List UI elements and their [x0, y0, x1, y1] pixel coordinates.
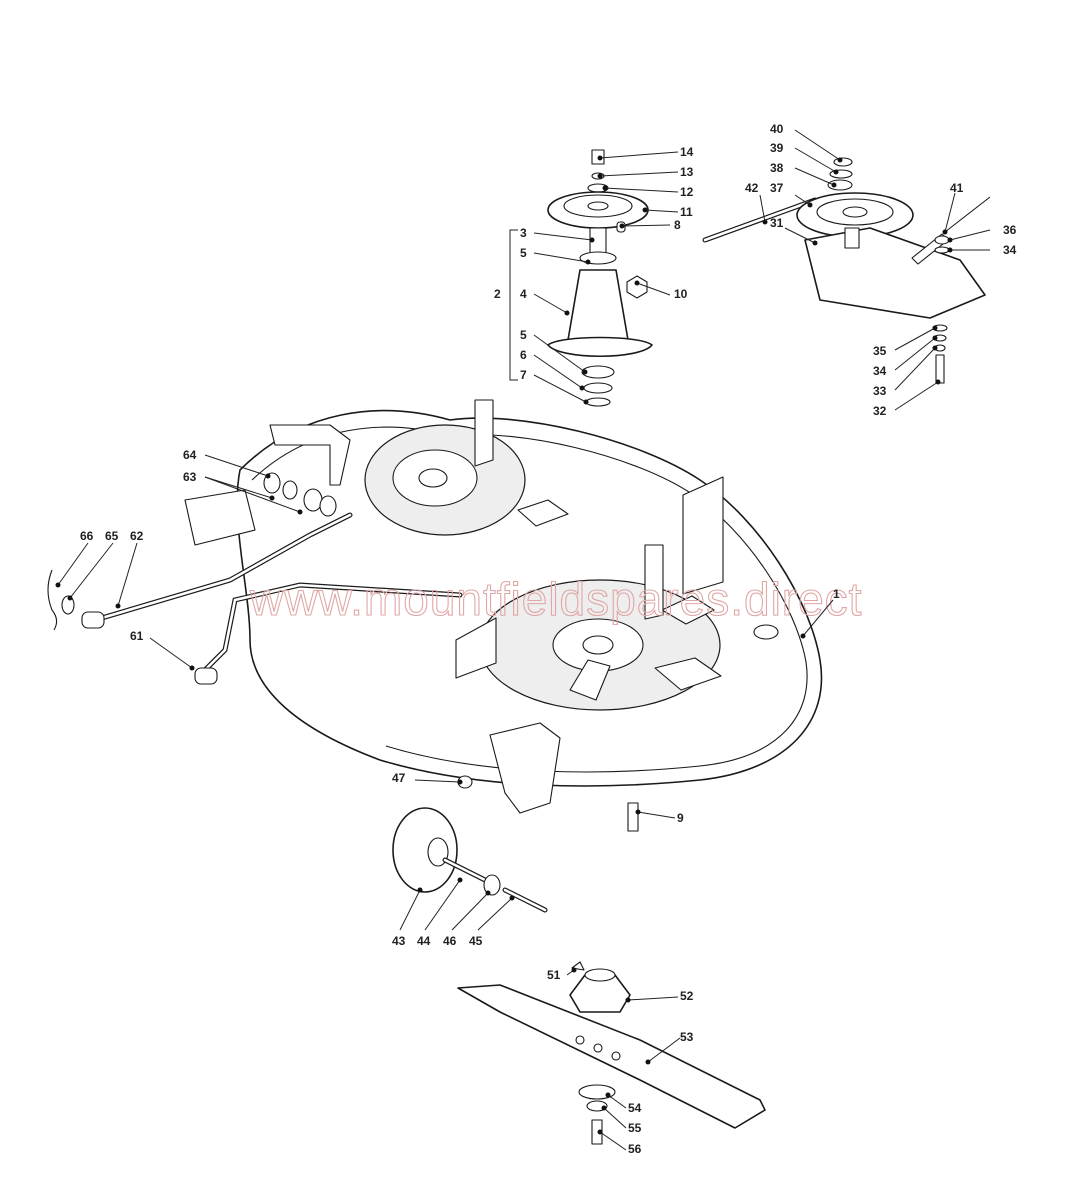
- label-34-bottom: 34: [873, 364, 887, 378]
- label-55: 55: [628, 1121, 642, 1135]
- label-66: 66: [80, 529, 94, 543]
- label-34-top: 34: [1003, 243, 1017, 257]
- label-41: 41: [950, 181, 964, 195]
- label-36: 36: [1003, 223, 1017, 237]
- label-11: 11: [680, 205, 693, 219]
- label-65: 65: [105, 529, 119, 543]
- label-39: 39: [770, 141, 784, 155]
- label-54: 54: [628, 1101, 642, 1115]
- label-35: 35: [873, 344, 887, 358]
- spindle-assembly: [547, 149, 653, 407]
- label-32: 32: [873, 404, 887, 418]
- label-64: 64: [183, 448, 197, 462]
- label-42: 42: [745, 181, 759, 195]
- label-12: 12: [680, 185, 694, 199]
- label-52: 52: [680, 989, 694, 1003]
- label-3: 3: [520, 226, 527, 240]
- label-63: 63: [183, 470, 197, 484]
- label-4: 4: [520, 287, 527, 301]
- mower-deck: [236, 399, 823, 787]
- wheel-assembly: [392, 722, 639, 913]
- label-14: 14: [680, 145, 694, 159]
- part-callouts: 14 13 12 11 3 8 5 10 2 4 5 6 7 40 39 38 …: [55, 122, 1017, 1156]
- label-37: 37: [770, 181, 784, 195]
- label-53: 53: [680, 1030, 694, 1044]
- label-47: 47: [392, 771, 406, 785]
- label-46: 46: [443, 934, 457, 948]
- label-5-top: 5: [520, 246, 527, 260]
- label-62: 62: [130, 529, 144, 543]
- watermark: www.mountfieldspares.direct: [249, 573, 862, 625]
- label-44: 44: [417, 934, 431, 948]
- label-38: 38: [770, 161, 784, 175]
- label-7: 7: [520, 368, 527, 382]
- label-31: 31: [770, 216, 784, 230]
- label-43: 43: [392, 934, 406, 948]
- label-9: 9: [677, 811, 684, 825]
- label-1: 1: [833, 587, 840, 601]
- label-5-bottom: 5: [520, 328, 527, 342]
- label-45: 45: [469, 934, 483, 948]
- label-10: 10: [674, 287, 688, 301]
- label-6: 6: [520, 348, 527, 362]
- blade-assembly: [457, 961, 766, 1145]
- label-8: 8: [674, 218, 681, 232]
- label-40: 40: [770, 122, 784, 136]
- label-51: 51: [547, 968, 561, 982]
- label-33: 33: [873, 384, 887, 398]
- label-61: 61: [130, 629, 144, 643]
- label-2: 2: [494, 287, 501, 301]
- label-56: 56: [628, 1142, 642, 1156]
- label-13: 13: [680, 165, 694, 179]
- lift-rods: [47, 472, 463, 685]
